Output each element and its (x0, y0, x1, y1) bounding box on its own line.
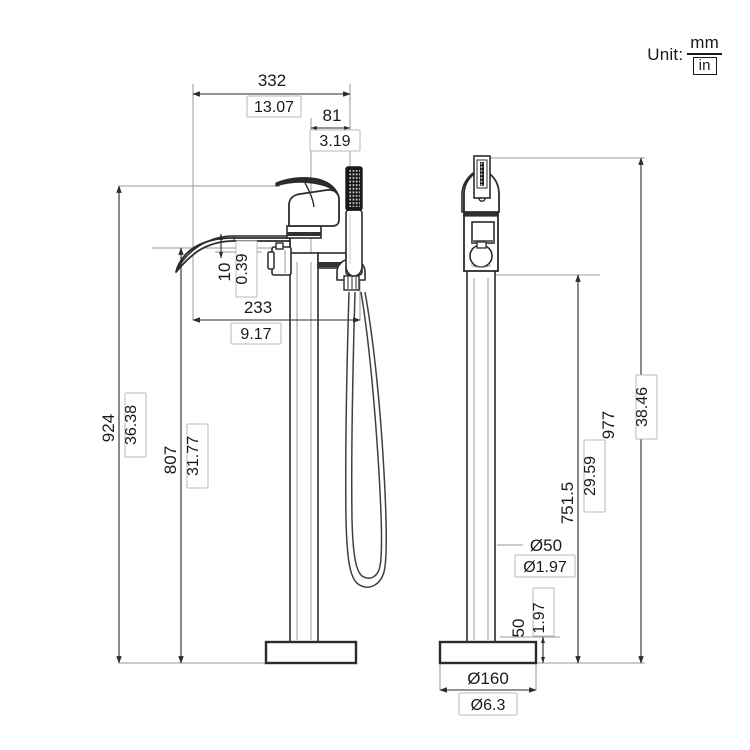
dim-807-mm: 807 (161, 446, 180, 474)
hand-shower-wand (345, 166, 363, 277)
dim-332-mm: 332 (258, 71, 286, 90)
dim-d160-inch: Ø6.3 (471, 697, 506, 714)
lever-handle (275, 177, 340, 227)
side-riser-column (466, 267, 496, 643)
dimension-total-height-side: 977 38.46 (599, 157, 658, 664)
dim-d50-inch: Ø1.97 (523, 559, 567, 576)
dimension-spout-lip: 10 0.39 (215, 233, 258, 298)
unit-fraction: mm in (687, 34, 722, 75)
dim-10-inch: 0.39 (234, 253, 251, 284)
dim-d50-mm: Ø50 (530, 536, 562, 555)
dim-d160-mm: Ø160 (467, 669, 509, 688)
dim-977-inch: 38.46 (634, 387, 651, 427)
unit-legend: Unit: mm in (647, 34, 722, 75)
side-valve-body (463, 207, 499, 272)
dimension-spout-reach: 233 9.17 (192, 298, 361, 345)
dim-751-inch: 29.59 (582, 456, 599, 496)
front-riser-column (289, 252, 319, 643)
dimension-base-thickness: 50 1.97 (509, 587, 555, 664)
shower-hose (344, 291, 387, 588)
side-base-plate (438, 640, 538, 665)
unit-denominator: in (692, 57, 717, 75)
dimension-overall-height: 924 36.38 (99, 185, 147, 664)
dim-977-mm: 977 (599, 411, 618, 439)
dim-81-mm: 81 (323, 106, 342, 125)
dim-751-mm: 751.5 (558, 482, 577, 525)
side-hand-shower (473, 155, 491, 199)
dim-50-mm: 50 (509, 619, 528, 638)
dim-924-inch: 36.38 (123, 405, 140, 445)
dim-233-mm: 233 (244, 298, 272, 317)
dimension-column-height: 751.5 29.59 (558, 274, 606, 664)
dim-924-mm: 924 (99, 414, 118, 442)
side-view-faucet (438, 155, 538, 665)
dim-10-mm: 10 (215, 263, 234, 282)
dim-50-inch: 1.97 (531, 602, 548, 633)
dimension-handshower-offset: 81 3.19 (309, 106, 361, 152)
dim-81-inch: 3.19 (319, 133, 350, 150)
spout-trim-ring (286, 225, 322, 239)
diverter-knob (267, 242, 292, 276)
front-base-plate (264, 640, 358, 665)
dim-233-inch: 9.17 (240, 326, 271, 343)
dimension-column-diameter: Ø50 Ø1.97 (514, 536, 576, 578)
dim-807-inch: 31.77 (185, 436, 202, 476)
dimension-base-diameter: Ø160 Ø6.3 (439, 669, 537, 716)
dimension-spout-reach-total: 332 13.07 (192, 71, 351, 118)
dimension-spout-height: 807 31.77 (161, 247, 209, 664)
unit-numerator: mm (687, 34, 722, 55)
unit-legend-label: Unit: (647, 44, 684, 64)
dim-332-inch: 13.07 (254, 99, 294, 116)
